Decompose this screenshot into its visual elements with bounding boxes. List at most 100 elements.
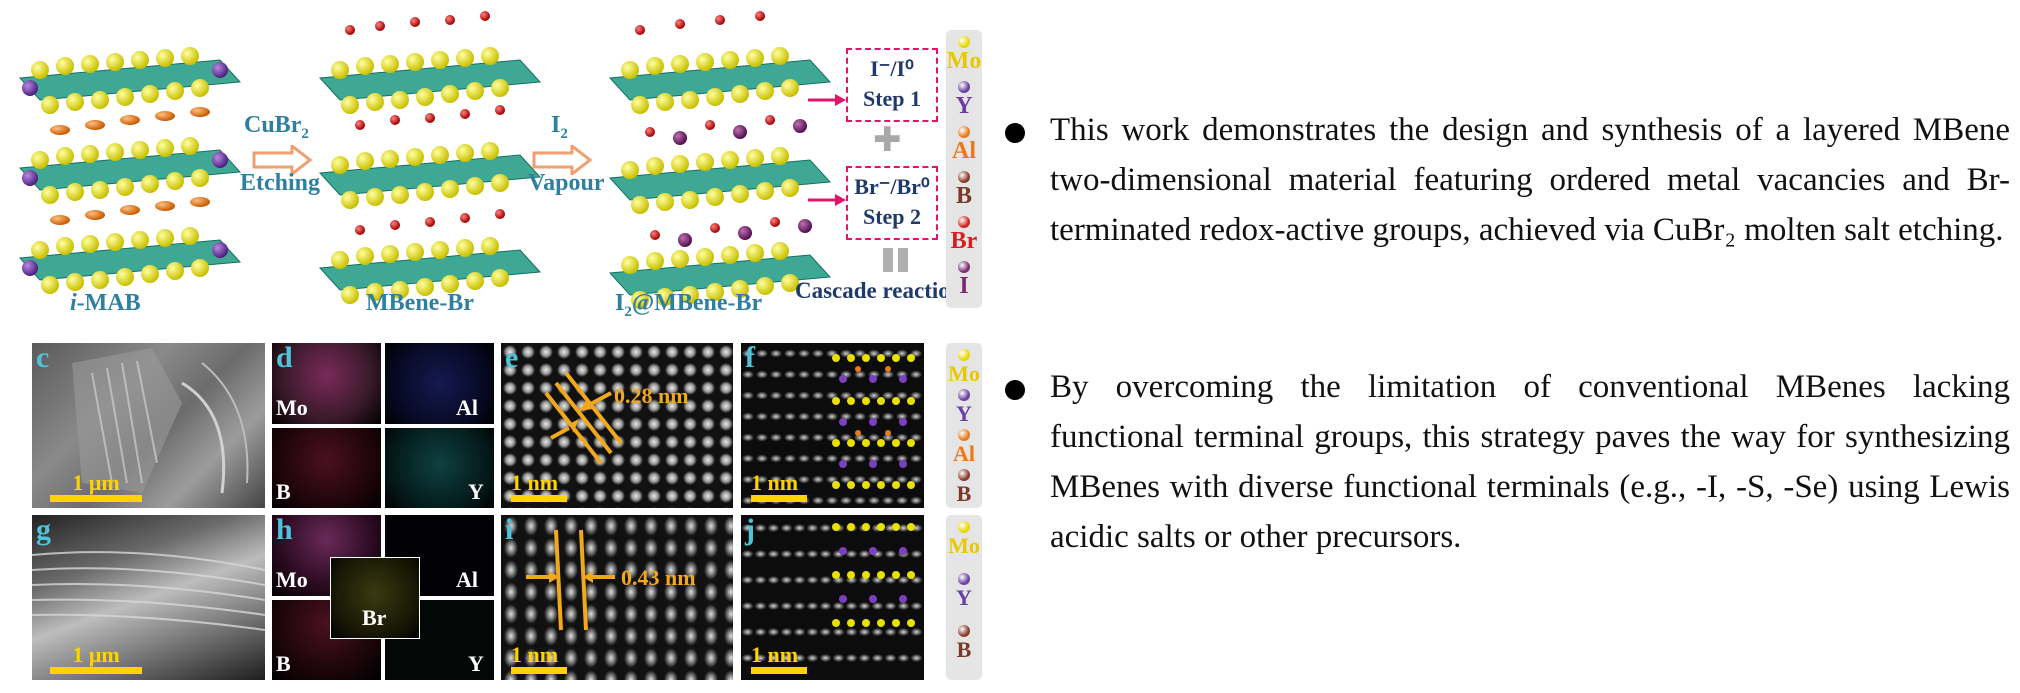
label-mbene-br: MBene-Br — [366, 290, 474, 316]
label-i2-mbene-br: I2@MBene-Br — [615, 290, 763, 320]
overlay-atoms-f — [832, 354, 915, 489]
eds-d-mo-map — [272, 343, 381, 424]
panel-g-scalebar: 1 μm — [50, 642, 142, 674]
panel-c-scalebar: 1 μm — [50, 470, 142, 502]
panel-j-label: j — [745, 515, 755, 546]
panel-h-eds-maps: h Mo Al B Y Br — [272, 515, 494, 680]
panel-i-scale-text: 1 nm — [511, 642, 559, 667]
legend-label-mo: Mo — [948, 361, 980, 386]
panel-e-stem-image: e 0.28 nm 1 nm — [501, 343, 733, 508]
panel-e-label: e — [505, 343, 519, 374]
legend-dot-b-icon — [958, 469, 970, 481]
panel-j-stem-overlay: j 1 nm — [741, 515, 924, 680]
lattice-lines-i — [526, 529, 615, 631]
bullet-2-marker — [1005, 380, 1025, 400]
lattice-lines-e — [544, 371, 623, 465]
eds-d-label-al: Al — [456, 395, 478, 420]
structure-i2-mbene-br — [609, 11, 831, 309]
step2-couple: Br⁻/Br⁰ — [854, 174, 930, 199]
label-i-mab: i-MAB — [70, 290, 141, 316]
legend-label-y: Y — [955, 93, 973, 119]
eds-h-label-al: Al — [456, 567, 478, 592]
structure-i-mab — [19, 47, 241, 294]
legend-dot-y-icon — [958, 81, 970, 93]
bullet-1: This work demonstrates the design and sy… — [1005, 105, 2010, 255]
panel-i-spacing: 0.43 nm — [621, 565, 696, 590]
legend-dot-mo-icon — [958, 521, 970, 533]
legend-label-y: Y — [956, 401, 972, 426]
bullet-2: By overcoming the limitation of conventi… — [1005, 362, 2010, 562]
micrograph-panels: c 1 μm d Mo Al B Y e 0.28 nm 1 nm — [0, 340, 1000, 685]
panel-f-scale-text: 1 nm — [751, 470, 799, 495]
step-arrows — [808, 94, 846, 206]
sem-flakes-c — [72, 348, 249, 494]
sem-layers-g — [32, 551, 265, 631]
panel-e-scale-text: 1 nm — [511, 470, 559, 495]
panel-g-label: g — [36, 515, 51, 546]
legend-dot-y-icon — [958, 389, 970, 401]
bullet-1-text: This work demonstrates the design and sy… — [1050, 112, 2010, 248]
legend-label-i: I — [959, 273, 969, 299]
panel-i-label: i — [505, 515, 514, 546]
legend-dot-al-icon — [958, 429, 970, 441]
eds-d-label-y: Y — [468, 479, 484, 504]
panel-j-scalebar: 1 nm — [751, 642, 807, 674]
eds-d-y-map — [385, 428, 494, 508]
legend-label-y: Y — [956, 585, 972, 610]
legend-dot-al-icon — [958, 126, 970, 138]
plus-icon: ✚ — [873, 122, 902, 159]
eds-d-al-map — [385, 343, 494, 424]
legend-label-b: B — [956, 637, 972, 662]
legend-dot-mo-icon — [958, 349, 970, 361]
panel-d-eds-maps: d Mo Al B Y — [272, 343, 494, 508]
eds-h-br-map — [330, 557, 420, 639]
panel-j-scale-text: 1 nm — [751, 642, 799, 667]
eds-h-label-b: B — [276, 651, 291, 676]
panel-c-scale-text: 1 μm — [72, 470, 120, 495]
eds-d-b-map — [272, 428, 381, 508]
panel-d-label: d — [276, 343, 293, 374]
panel-g-scale-text: 1 μm — [72, 642, 120, 667]
legend-dot-b-icon — [958, 171, 970, 183]
legend-dot-br-icon — [958, 216, 970, 228]
panel-c-sem-image: c 1 μm — [32, 343, 265, 508]
arrow2-reagent: I2 — [551, 112, 568, 142]
overlay-atoms-j — [832, 523, 915, 627]
panel-g-sem-image: g 1 μm — [32, 515, 265, 680]
panel-e-spacing: 0.28 nm — [614, 383, 689, 408]
arrow1-reagent: CuBr2 — [244, 112, 309, 142]
panel-e-scalebar: 1 nm — [511, 470, 567, 502]
step2-box: Br⁻/Br⁰ Step 2 — [846, 166, 938, 240]
panel-f-stem-overlay: f 1 nm — [741, 343, 924, 508]
panel-f-label: f — [745, 343, 755, 374]
arrow2-icon — [532, 145, 592, 175]
legend-label-b: B — [955, 183, 972, 209]
step2-label: Step 2 — [862, 204, 922, 229]
legend-label-br: Br — [950, 228, 978, 254]
legend-label-mo: Mo — [948, 533, 980, 558]
panel-f-scalebar: 1 nm — [751, 470, 807, 502]
step1-couple: I⁻/I⁰ — [870, 56, 914, 81]
arrow1-icon — [252, 145, 312, 175]
eds-d-label-b: B — [276, 479, 291, 504]
panel-i-stem-image: i 0.43 nm 1 nm — [501, 515, 733, 680]
legend-label-mo: Mo — [946, 48, 982, 74]
eds-h-label-y: Y — [468, 651, 484, 676]
panel-c-label: c — [36, 343, 50, 374]
eds-h-label-br: Br — [362, 605, 387, 630]
legend-dot-mo-icon — [958, 36, 970, 48]
eds-h-label-mo: Mo — [276, 567, 308, 592]
schematic-figure: CuBr2 Etching I2 Vapour i-MAB MBene-Br I… — [0, 0, 1000, 320]
panel-h-label: h — [276, 515, 293, 546]
cascade-equal-icon — [883, 248, 908, 272]
legend-label-b: B — [956, 481, 972, 506]
crystal-structures — [19, 11, 908, 309]
panel-i-scalebar: 1 nm — [511, 642, 567, 674]
legend-label-al: Al — [953, 441, 975, 466]
legend-dot-y-icon — [958, 573, 970, 585]
cascade-label: Cascade reaction — [795, 278, 963, 303]
bullet-1-marker — [1005, 123, 1025, 143]
